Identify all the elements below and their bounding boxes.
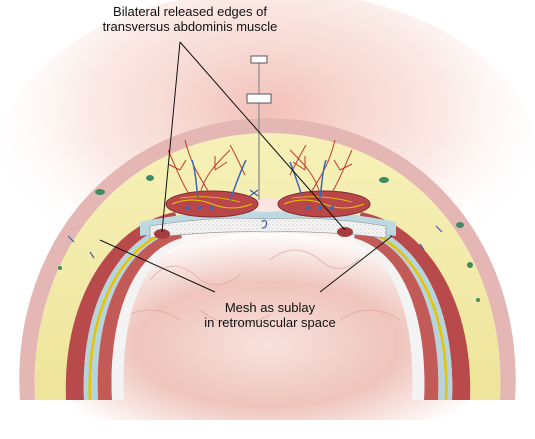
label-released-ta-edges: Bilateral released edges of transversus … (40, 4, 340, 34)
label-top-line1: Bilateral released edges of (113, 4, 267, 19)
label-mesh-sublay: Mesh as sublay in retromuscular space (165, 300, 375, 330)
peritoneal-cavity (70, 232, 466, 420)
drain-tube (246, 55, 272, 200)
label-bottom-line2: in retromuscular space (204, 315, 336, 330)
subcutaneous-fat (34, 133, 501, 400)
sutures (67, 189, 443, 259)
left-released-ta-edge (154, 229, 170, 239)
mesh-sublay (149, 217, 387, 239)
leader-lines (99, 41, 393, 293)
rectus-muscles (165, 190, 371, 218)
label-bottom-line1: Mesh as sublay (224, 300, 316, 315)
fat-vessels (58, 175, 480, 302)
left-muscle-layers (65, 212, 183, 401)
venous-network (191, 159, 327, 201)
arterial-network (167, 139, 353, 197)
right-released-ta-edge (337, 227, 353, 237)
vessel-dots (186, 206, 334, 210)
label-top-line2: transversus abdominis muscle (102, 19, 278, 34)
